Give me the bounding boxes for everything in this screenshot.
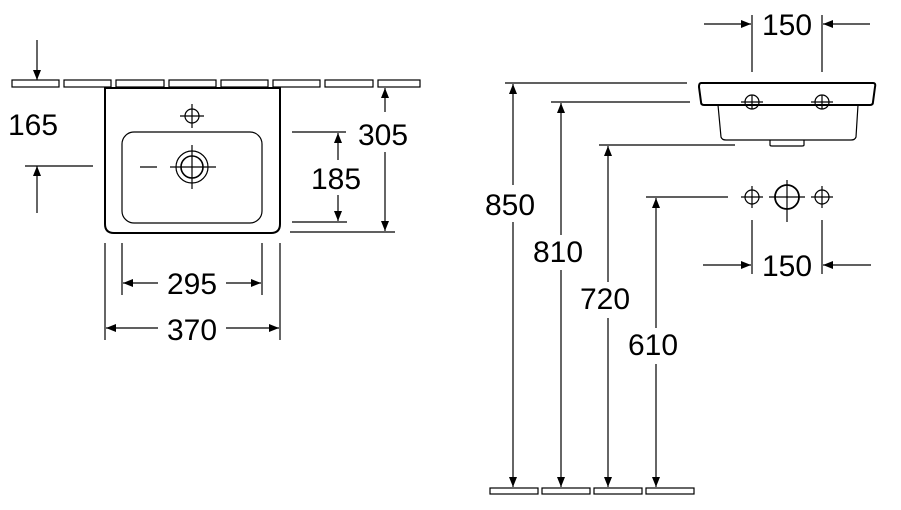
basin-drain-side xyxy=(769,140,805,147)
wall-tiles-top xyxy=(11,79,421,88)
dimension-305: 305 xyxy=(290,88,408,233)
dimension-165: 165 xyxy=(8,40,93,213)
top-view: 165 185 305 295 xyxy=(8,40,421,347)
dim-185-label: 185 xyxy=(311,163,361,196)
overflow-holes xyxy=(741,94,833,110)
dim-165-label: 165 xyxy=(8,109,58,142)
basin-bowl xyxy=(121,131,263,224)
tap-hole xyxy=(180,104,204,128)
dim-150-bottom-label: 150 xyxy=(762,250,812,283)
side-view: 150 850 810 720 610 xyxy=(485,9,877,495)
dimension-295: 295 xyxy=(121,243,263,301)
dim-610-label: 610 xyxy=(628,329,678,362)
dimension-720: 720 xyxy=(580,144,735,487)
drain xyxy=(140,145,216,189)
dim-305-label: 305 xyxy=(358,119,408,152)
dim-150-top-label: 150 xyxy=(762,9,812,42)
dimension-610: 610 xyxy=(628,196,728,487)
dim-370-label: 370 xyxy=(167,314,217,347)
dimension-810: 810 xyxy=(533,101,690,487)
floor-tiles xyxy=(489,487,695,495)
dimension-370: 370 xyxy=(104,243,281,347)
dim-810-label: 810 xyxy=(533,236,583,269)
dim-720-label: 720 xyxy=(580,283,630,316)
basin-bowl-side xyxy=(717,104,859,141)
dimension-185: 185 xyxy=(292,131,361,223)
supply-holes xyxy=(741,180,833,222)
basin-outline xyxy=(104,87,281,234)
dimension-850: 850 xyxy=(485,82,687,487)
dim-295-label: 295 xyxy=(167,268,217,301)
dimension-150-bottom: 150 xyxy=(703,220,871,283)
dim-850-label: 850 xyxy=(485,189,535,222)
basin-rim-side xyxy=(697,82,877,106)
dimension-150-top: 150 xyxy=(704,9,870,72)
